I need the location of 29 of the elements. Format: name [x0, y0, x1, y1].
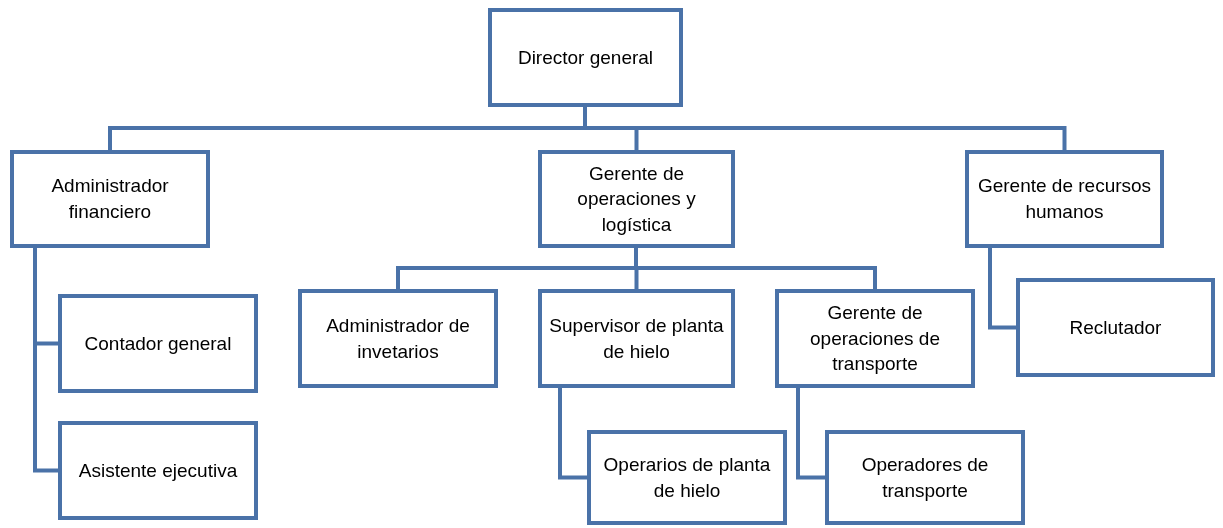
connector-line	[583, 107, 1067, 150]
role-title: Reclutador	[1069, 315, 1162, 340]
org-box	[825, 430, 1025, 525]
role-title: Operarios de planta de hielo	[602, 452, 772, 503]
connector-line	[558, 388, 587, 480]
org-box	[775, 289, 975, 388]
role-title: Contador general	[84, 331, 232, 356]
org-box	[10, 150, 210, 248]
connector-line	[796, 388, 825, 480]
role-title: Administrador de invetarios	[325, 313, 471, 364]
org-box	[587, 430, 787, 525]
org-box	[488, 8, 683, 107]
role-title: Gerente de recursos humanos	[976, 174, 1153, 224]
role-title: Director general	[517, 45, 654, 70]
org-box	[538, 150, 735, 248]
connector-line	[988, 248, 1016, 330]
org-box	[58, 294, 258, 393]
org-box	[58, 421, 258, 520]
role-title: Gerente de operaciones y logística	[576, 161, 697, 237]
connector-line	[33, 248, 58, 473]
org-box	[1016, 278, 1215, 377]
role-title: Asistente ejecutiva	[78, 458, 238, 483]
org-box	[298, 289, 498, 388]
role-title: Supervisor de planta de hielo	[548, 313, 725, 364]
role-title: Gerente de operaciones de transporte	[809, 301, 941, 377]
org-box	[965, 150, 1164, 248]
org-box	[538, 289, 735, 388]
role-title: Administrador financiero	[50, 174, 170, 224]
role-title: Operadores de transporte	[860, 452, 990, 503]
